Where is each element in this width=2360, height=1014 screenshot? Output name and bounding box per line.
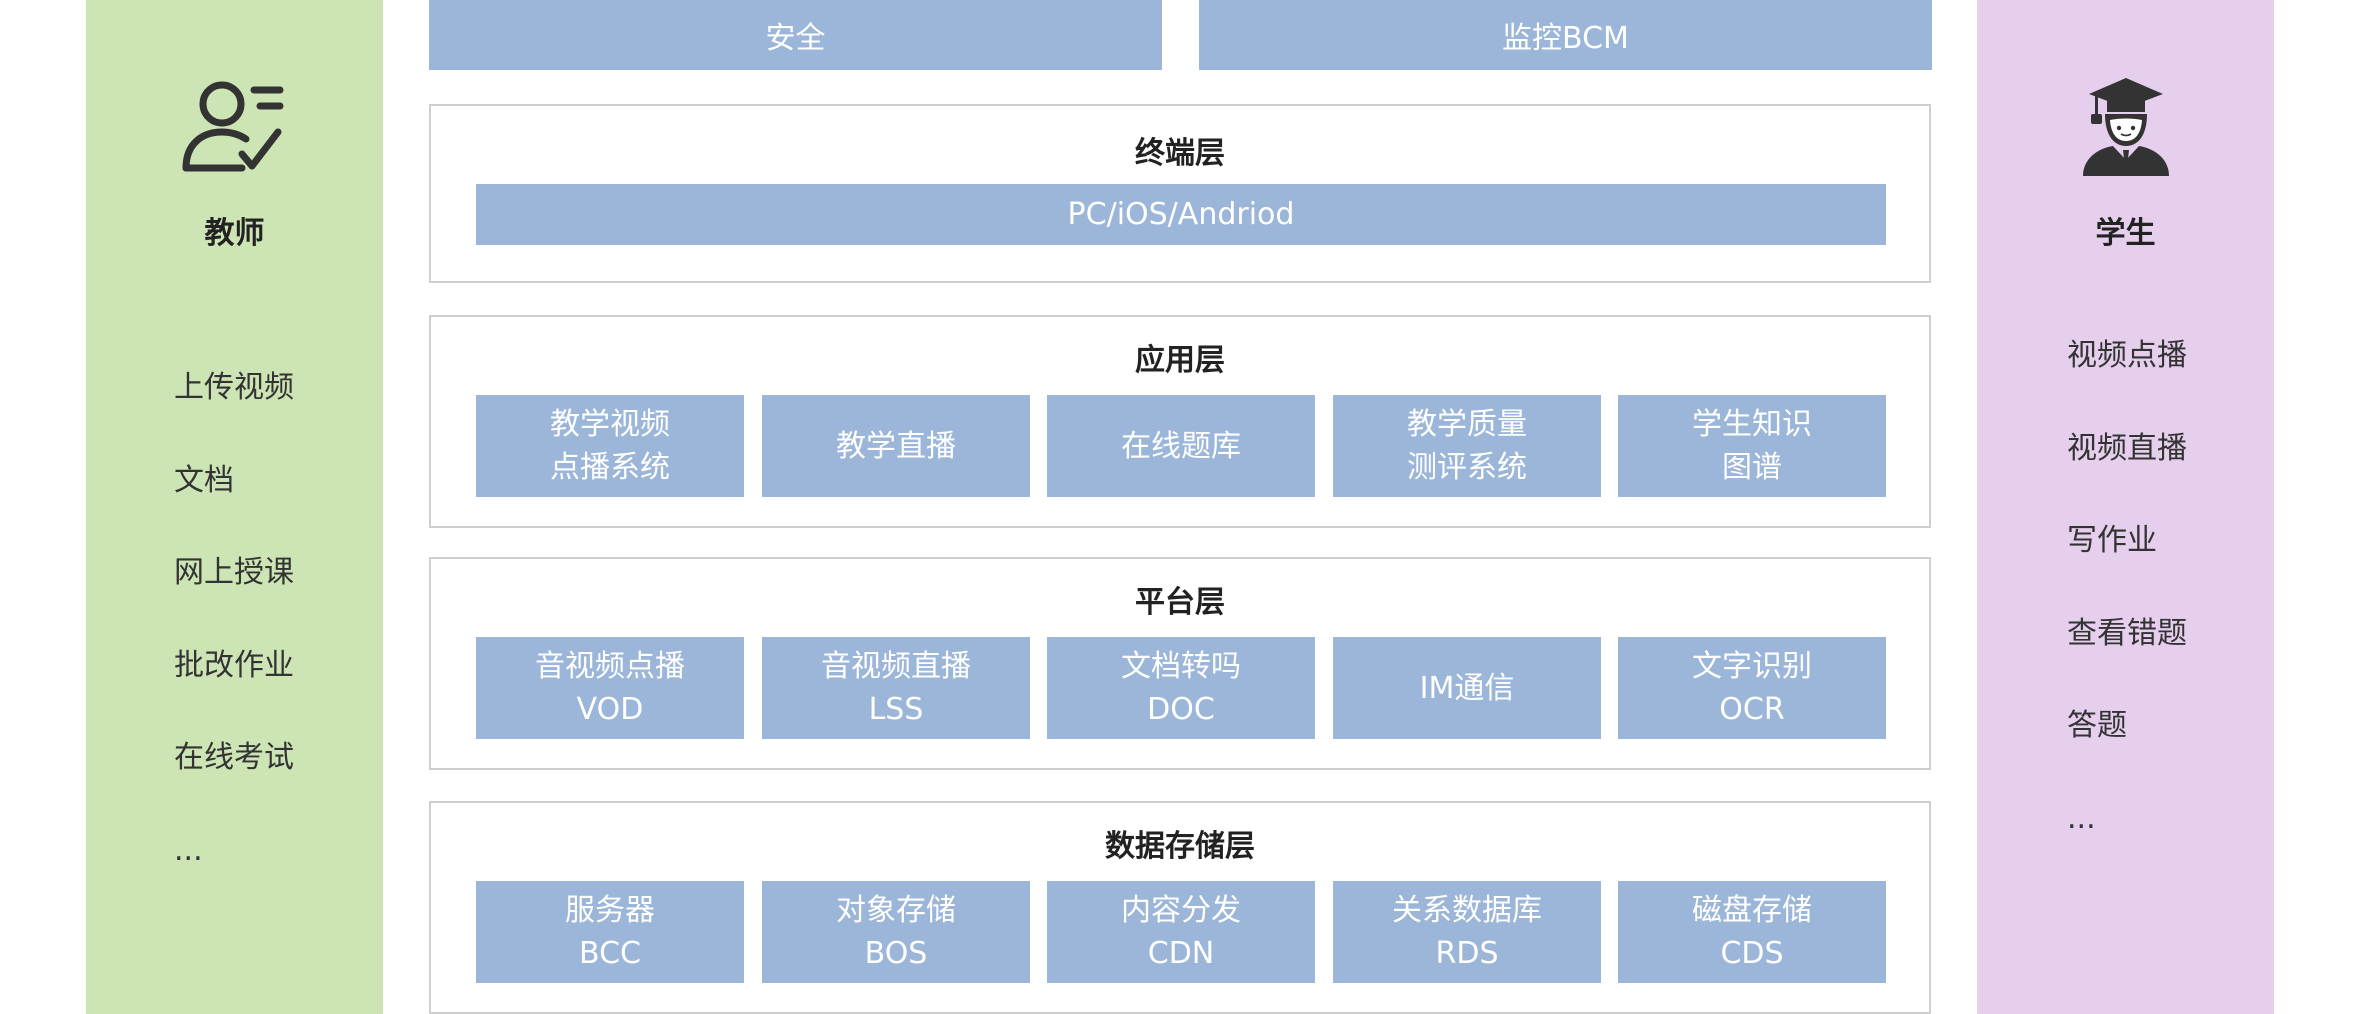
module-line1: 文字识别 <box>1692 649 1812 684</box>
app-module-box: 在线题库 <box>1047 395 1315 497</box>
student-icon <box>2082 78 2169 176</box>
module-line2: RDS <box>1435 936 1499 971</box>
module-line1: 对象存储 <box>836 893 956 928</box>
teacher-icon <box>182 81 283 172</box>
module-line2: BCC <box>579 936 641 971</box>
teacher-list-item: 批改作业 <box>174 647 294 683</box>
platform-layer: 平台层 音视频点播 VOD 音视频直播 LSS 文档转吗 DOC IM通信 文字… <box>429 557 1931 770</box>
data-storage-layer: 数据存储层 服务器 BCC 对象存储 BOS 内容分发 CDN 关系数据库 RD… <box>429 801 1931 1014</box>
module-line2: 测评系统 <box>1407 450 1527 485</box>
module-line1: 教学视频 <box>550 407 670 442</box>
platform-module-box: 音视频直播 LSS <box>762 637 1030 739</box>
storage-module-box: 对象存储 BOS <box>762 881 1030 983</box>
module-line2: CDN <box>1147 936 1215 971</box>
module-line1: 关系数据库 <box>1392 893 1542 928</box>
module-line2: 点播系统 <box>550 450 670 485</box>
module-line2: LSS <box>868 692 924 727</box>
teacher-panel: 教师 上传视频 文档 网上授课 批改作业 在线考试 ... <box>86 0 383 1014</box>
storage-module-box: 关系数据库 RDS <box>1333 881 1601 983</box>
platform-module-box: 文档转吗 DOC <box>1047 637 1315 739</box>
app-module-box: 学生知识 图谱 <box>1618 395 1886 497</box>
storage-module-box: 磁盘存储 CDS <box>1618 881 1886 983</box>
terminal-platforms-bar: PC/iOS/Andriod <box>476 184 1886 245</box>
security-bar: 安全 <box>429 0 1162 70</box>
student-list-item: 查看错题 <box>2067 615 2187 651</box>
storage-module-box: 服务器 BCC <box>476 881 744 983</box>
application-layer: 应用层 教学视频 点播系统 教学直播 在线题库 教学质量 测评系统 学生知识 图… <box>429 315 1931 528</box>
student-function-list: 视频点播 视频直播 写作业 查看错题 答题 ... <box>2067 330 2187 885</box>
student-list-item: 视频点播 <box>2067 338 2187 373</box>
module-line1: 服务器 <box>565 893 655 928</box>
platform-module-box: 文字识别 OCR <box>1618 637 1886 739</box>
module-line2: DOC <box>1147 692 1215 727</box>
module-line1: 文档转吗 <box>1121 649 1241 684</box>
platform-module-box: 音视频点播 VOD <box>476 637 744 739</box>
student-list-item: 答题 <box>2067 708 2127 743</box>
student-role-label: 学生 <box>2095 216 2156 251</box>
module-line2: 图谱 <box>1722 450 1782 485</box>
platform-layer-title: 平台层 <box>1135 585 1225 620</box>
student-list-item: ... <box>2067 800 2096 836</box>
module-line1: 音视频点播 <box>535 649 685 684</box>
module-line1: 磁盘存储 <box>1692 893 1812 928</box>
application-layer-title: 应用层 <box>1135 343 1225 378</box>
student-list-item: 视频直播 <box>2067 430 2187 466</box>
monitor-bcm-bar: 监控BCM <box>1199 0 1932 70</box>
module-line1: 学生知识 <box>1692 407 1812 442</box>
data-storage-layer-title: 数据存储层 <box>1105 829 1255 864</box>
teacher-list-item: 上传视频 <box>174 370 294 405</box>
student-list-item: 写作业 <box>2067 523 2157 558</box>
teacher-function-list: 上传视频 文档 网上授课 批改作业 在线考试 ... <box>174 362 294 917</box>
teacher-role-label: 教师 <box>204 216 265 251</box>
module-line1: 在线题库 <box>1121 428 1241 464</box>
storage-module-box: 内容分发 CDN <box>1047 881 1315 983</box>
module-line2: OCR <box>1719 692 1785 727</box>
module-line2: BOS <box>864 936 928 971</box>
module-line1: 内容分发 <box>1121 893 1241 928</box>
module-line1: IM通信 <box>1419 670 1515 706</box>
terminal-layer-title: 终端层 <box>1135 136 1225 171</box>
platform-module-box: IM通信 <box>1333 637 1601 739</box>
teacher-list-item: 文档 <box>174 462 234 498</box>
teacher-list-item: 在线考试 <box>174 740 294 775</box>
app-module-box: 教学视频 点播系统 <box>476 395 744 497</box>
module-line1: 教学质量 <box>1407 407 1527 442</box>
student-panel: 学生 视频点播 视频直播 写作业 查看错题 答题 ... <box>1977 0 2274 1014</box>
teacher-list-item: ... <box>174 832 203 868</box>
storage-modules: 服务器 BCC 对象存储 BOS 内容分发 CDN 关系数据库 RDS 磁盘存储… <box>476 881 1886 983</box>
terminal-layer: 终端层 PC/iOS/Andriod <box>429 104 1931 283</box>
teacher-list-item: 网上授课 <box>174 555 294 590</box>
app-module-box: 教学质量 测评系统 <box>1333 395 1601 497</box>
module-line1: 教学直播 <box>836 428 956 464</box>
module-line2: VOD <box>576 692 644 727</box>
platform-modules: 音视频点播 VOD 音视频直播 LSS 文档转吗 DOC IM通信 文字识别 O… <box>476 637 1886 739</box>
module-line2: CDS <box>1720 936 1784 971</box>
module-line1: 音视频直播 <box>821 649 971 684</box>
app-module-box: 教学直播 <box>762 395 1030 497</box>
application-modules: 教学视频 点播系统 教学直播 在线题库 教学质量 测评系统 学生知识 图谱 <box>476 395 1886 497</box>
